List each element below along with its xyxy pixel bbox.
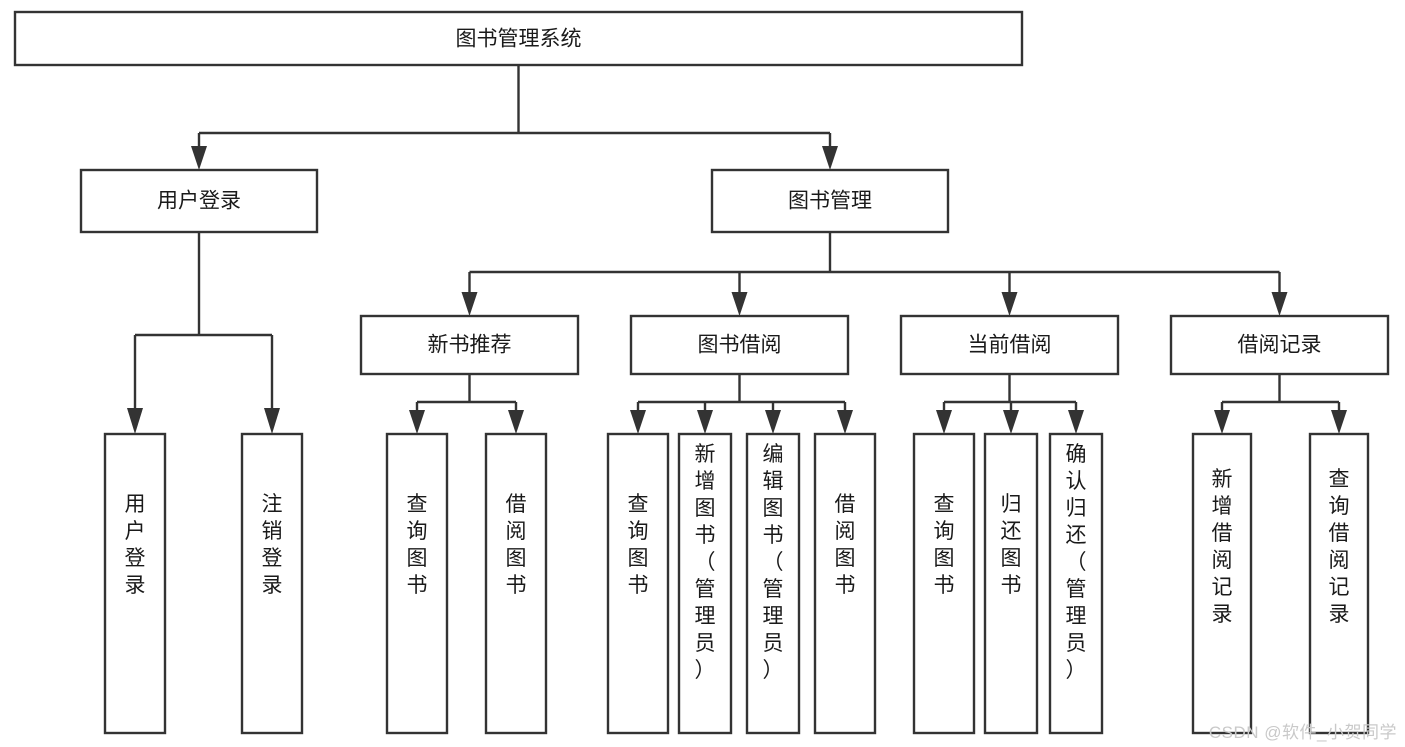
node-leaf-query-book-current-label: 查询图书 <box>934 493 955 597</box>
node-leaf-user-login[interactable]: 用户登录 <box>103 432 167 735</box>
arrowhead-leaf-query-borrow-record <box>1331 410 1347 434</box>
node-leaf-add-borrow-record-label: 新增借阅记录 <box>1212 468 1233 626</box>
node-leaf-query-book-new-label: 查询图书 <box>407 493 428 597</box>
arrowhead-leaf-user-login <box>127 408 143 434</box>
node-leaf-confirm-return-admin-box[interactable] <box>1048 432 1104 735</box>
node-leaf-query-book-borrow[interactable]: 查询图书 <box>606 432 670 735</box>
arrowhead-book-borrow <box>731 292 748 316</box>
node-leaf-query-book-new-box[interactable] <box>385 432 449 735</box>
node-leaf-logout-login[interactable]: 注销登录 <box>240 432 304 735</box>
arrowhead-leaf-add-borrow-record <box>1214 410 1230 434</box>
node-leaf-borrow-book-new-label: 借阅图书 <box>506 493 527 597</box>
connector-layer <box>127 65 1347 434</box>
node-current-borrow[interactable]: 当前借阅 <box>899 314 1120 376</box>
arrowhead-leaf-query-book-borrow <box>630 410 646 434</box>
node-book-manage-label: 图书管理 <box>788 190 872 213</box>
node-leaf-query-book-current[interactable]: 查询图书 <box>912 432 976 735</box>
node-leaf-user-login-label: 用户登录 <box>125 493 146 597</box>
node-leaf-query-book-new[interactable]: 查询图书 <box>385 432 449 735</box>
node-current-borrow-box[interactable] <box>899 314 1120 376</box>
node-root[interactable]: 图书管理系统 <box>13 10 1024 67</box>
node-new-book-recommend[interactable]: 新书推荐 <box>359 314 580 376</box>
node-book-manage-box[interactable] <box>710 168 950 234</box>
arrowhead-borrow-record <box>1271 292 1288 316</box>
arrowhead-leaf-logout-login <box>264 408 280 434</box>
node-leaf-query-book-current-box[interactable] <box>912 432 976 735</box>
node-leaf-add-book-admin[interactable]: 新增图书（管理员） <box>677 432 733 735</box>
arrowhead-leaf-edit-book-admin <box>765 410 781 434</box>
arrowhead-book-manage <box>822 146 838 170</box>
node-leaf-return-book[interactable]: 归还图书 <box>983 432 1039 735</box>
arrowhead-leaf-borrow-book-new <box>508 410 524 434</box>
arrowhead-leaf-query-book-current <box>936 410 952 434</box>
node-root-label: 图书管理系统 <box>456 28 582 51</box>
node-new-book-recommend-label: 新书推荐 <box>428 334 512 357</box>
node-leaf-edit-book-admin-label: 编辑图书（管理员） <box>763 443 784 682</box>
node-leaf-add-book-admin-label: 新增图书（管理员） <box>695 443 716 682</box>
arrowhead-leaf-add-book-admin <box>697 410 713 434</box>
node-new-book-recommend-box[interactable] <box>359 314 580 376</box>
node-leaf-logout-login-label: 注销登录 <box>262 493 283 597</box>
node-borrow-record[interactable]: 借阅记录 <box>1169 314 1390 376</box>
node-leaf-edit-book-admin-box[interactable] <box>745 432 801 735</box>
watermark-text: CSDN @软件_小贺同学 <box>1208 723 1397 742</box>
node-leaf-add-borrow-record[interactable]: 新增借阅记录 <box>1191 432 1253 735</box>
arrowhead-user-login <box>191 146 207 170</box>
node-leaf-borrow-book-label: 借阅图书 <box>835 493 856 597</box>
node-leaf-borrow-book-new-box[interactable] <box>484 432 548 735</box>
node-leaf-user-login-box[interactable] <box>103 432 167 735</box>
arrowhead-current-borrow <box>1001 292 1018 316</box>
node-user-login-box[interactable] <box>79 168 319 234</box>
node-book-manage[interactable]: 图书管理 <box>710 168 950 234</box>
node-leaf-borrow-book-box[interactable] <box>813 432 877 735</box>
node-book-borrow-label: 图书借阅 <box>698 334 782 357</box>
node-leaf-query-borrow-record-label: 查询借阅记录 <box>1329 468 1350 626</box>
node-user-login-label: 用户登录 <box>157 190 241 213</box>
node-leaf-borrow-book-new[interactable]: 借阅图书 <box>484 432 548 735</box>
node-borrow-record-box[interactable] <box>1169 314 1390 376</box>
node-user-login[interactable]: 用户登录 <box>79 168 319 234</box>
arrowhead-leaf-confirm-return-admin <box>1068 410 1084 434</box>
node-leaf-logout-login-box[interactable] <box>240 432 304 735</box>
node-leaf-confirm-return-admin-label: 确认归还（管理员） <box>1066 443 1087 682</box>
node-book-borrow[interactable]: 图书借阅 <box>629 314 850 376</box>
arrowhead-leaf-return-book <box>1003 410 1019 434</box>
node-current-borrow-label: 当前借阅 <box>968 334 1052 357</box>
arrowhead-leaf-borrow-book <box>837 410 853 434</box>
node-leaf-return-book-label: 归还图书 <box>1001 493 1022 597</box>
node-leaf-borrow-book[interactable]: 借阅图书 <box>813 432 877 735</box>
node-leaf-add-borrow-record-box[interactable] <box>1191 432 1253 735</box>
node-leaf-query-borrow-record[interactable]: 查询借阅记录 <box>1308 432 1370 735</box>
arrowhead-new-book-recommend <box>461 292 478 316</box>
node-leaf-confirm-return-admin[interactable]: 确认归还（管理员） <box>1048 432 1104 735</box>
node-leaf-edit-book-admin[interactable]: 编辑图书（管理员） <box>745 432 801 735</box>
node-leaf-query-borrow-record-box[interactable] <box>1308 432 1370 735</box>
node-leaf-query-book-borrow-label: 查询图书 <box>628 493 649 597</box>
node-leaf-return-book-box[interactable] <box>983 432 1039 735</box>
node-root-box[interactable] <box>13 10 1024 67</box>
node-borrow-record-label: 借阅记录 <box>1238 334 1322 357</box>
node-book-borrow-box[interactable] <box>629 314 850 376</box>
node-layer: 图书管理系统 用户登录 图书管理 新书推荐 图书借阅 当前借阅 借阅记录 <box>13 10 1390 735</box>
arrowhead-leaf-query-book-new <box>409 410 425 434</box>
node-leaf-query-book-borrow-box[interactable] <box>606 432 670 735</box>
node-leaf-add-book-admin-box[interactable] <box>677 432 733 735</box>
